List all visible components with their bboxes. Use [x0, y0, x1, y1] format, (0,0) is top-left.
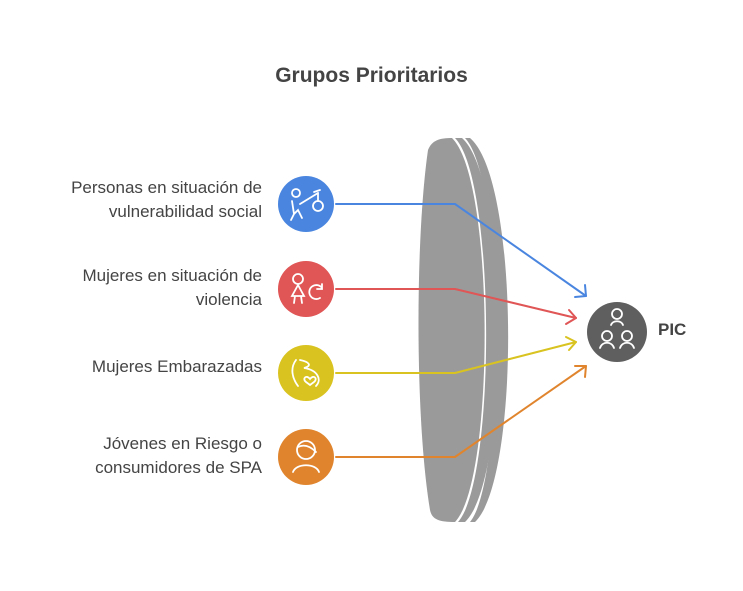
person-carrying-bundle-icon: [278, 176, 334, 232]
group-label-vulnerabilidad: Personas en situación de vulnerabilidad …: [71, 178, 262, 221]
diagram-title: Grupos Prioritarios: [275, 64, 468, 87]
group-people-icon: [587, 302, 647, 362]
lens-shape: [418, 138, 509, 522]
connector-embarazadas: [335, 336, 577, 374]
group-label-embarazadas: Mujeres Embarazadas: [91, 357, 262, 376]
pregnant-belly-heart-icon: [278, 345, 334, 401]
target-label: PIC: [658, 320, 687, 339]
young-person-icon: [278, 429, 334, 485]
group-label-violencia: Mujeres en situación de violencia: [82, 266, 262, 309]
connector-violencia: [335, 288, 577, 325]
group-label-jovenes: Jóvenes en Riesgo o consumidores de SPA: [95, 434, 262, 477]
woman-cycle-icon: [278, 261, 334, 317]
connector-vulnerabilidad: [335, 203, 587, 298]
connector-jovenes: [335, 365, 587, 458]
